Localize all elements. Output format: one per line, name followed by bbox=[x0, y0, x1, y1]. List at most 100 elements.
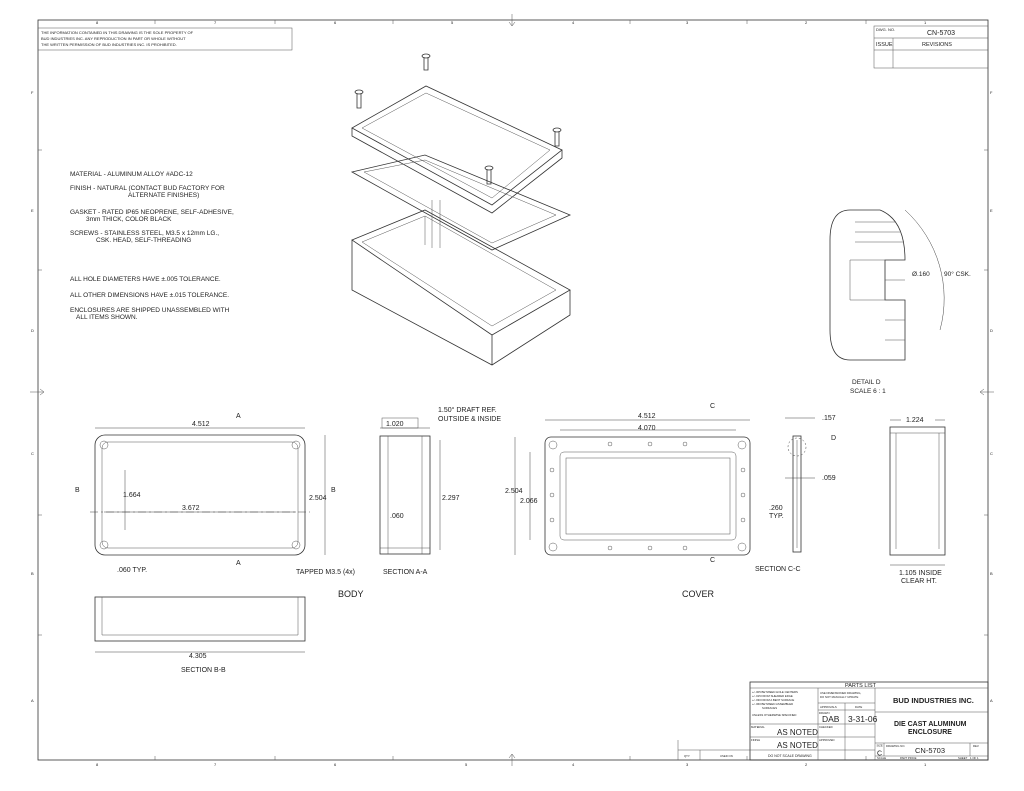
row-labels: F E D C B A F E D C B A bbox=[31, 90, 993, 703]
sheet-rows-1: E bbox=[990, 208, 993, 213]
body-view-sec-a: A bbox=[236, 560, 241, 567]
cover-view-h2: 2.066 bbox=[520, 498, 538, 505]
title-block-rev-label: REV. bbox=[973, 744, 979, 748]
screw-icon bbox=[421, 53, 431, 71]
title-block-scale-label: SCALE bbox=[877, 756, 886, 760]
title-block-parts-list: PARTS LIST bbox=[845, 683, 877, 689]
sheet-columns-1: 7 bbox=[214, 20, 217, 25]
notes-5: SCREWS - STAINLESS STEEL, M3.5 x 12mm LG… bbox=[70, 230, 219, 237]
body-label: BODY bbox=[338, 589, 364, 599]
revisions-dwg-no: CN-5703 bbox=[927, 30, 955, 37]
notes-10: ALL ITEMS SHOWN. bbox=[76, 314, 138, 321]
title-block-dwg: CN-5703 bbox=[915, 746, 945, 755]
notes-0: MATERIAL - ALUMINUM ALLOY #ADC-12 bbox=[70, 171, 193, 178]
screw-icon bbox=[354, 89, 364, 109]
detail-d-view: Ø.160 90° CSK. DETAIL D SCALE 6 : 1 bbox=[829, 209, 971, 395]
title-block-finish: AS NOTED bbox=[777, 741, 818, 750]
title-block-qty-label: QTY. bbox=[684, 754, 690, 758]
screw-icon bbox=[484, 165, 494, 185]
title-block-drawn-label: DRAWN bbox=[819, 711, 829, 715]
section-a-a-view: 1.020 1.50° DRAFT REF. OUTSIDE & INSIDE … bbox=[379, 406, 501, 576]
cover-label: COVER bbox=[682, 589, 715, 599]
cover-view-w2: 4.070 bbox=[638, 425, 656, 432]
body-view-w: 4.512 bbox=[192, 421, 210, 428]
revisions-block: DWG. NO. CN-5703 ISSUE REVISIONS bbox=[873, 25, 989, 69]
sheet-rows-4: B bbox=[990, 571, 993, 576]
sheet-rows-5: A bbox=[990, 698, 993, 703]
side-view-clear2: CLEAR HT. bbox=[901, 578, 937, 585]
body-view-h: 2.504 bbox=[309, 495, 327, 502]
title-block-used-on: USED ON bbox=[720, 754, 733, 758]
title-block-tol-3: +/-.060 BETWEEN ASSEMBLED bbox=[752, 702, 793, 706]
sheet-columns-2: 6 bbox=[334, 20, 337, 25]
title-block-tol-0: +/-.005 BETWEEN HOLE CENTERS bbox=[752, 690, 798, 694]
body-view-hole-w: 3.672 bbox=[182, 505, 200, 512]
zone-markers bbox=[30, 14, 994, 766]
title-block-unless: UNLESS OTHERWISE SPECIFIED bbox=[752, 713, 796, 717]
body-view-hole-h: 1.664 bbox=[123, 492, 141, 499]
body-top-view: 4.512 3.672 2.504 1.664 .060 TYP. TAPPED… bbox=[75, 413, 364, 599]
sheet-columns-6: 2 bbox=[805, 20, 808, 25]
sheet-rows-2: D bbox=[31, 328, 34, 333]
title-block-tol-1: +/-.015 FROM SHEARED EDGE bbox=[752, 694, 793, 698]
sheet-columns-0: 8 bbox=[96, 20, 99, 25]
title-block-company: BUD INDUSTRIES INC. bbox=[893, 696, 974, 705]
general-notes: MATERIAL - ALUMINUM ALLOY #ADC-12 FINISH… bbox=[70, 171, 234, 321]
title-block-checked-label: CHECKED bbox=[819, 725, 833, 729]
title-block-title2: ENCLOSURE bbox=[908, 729, 952, 736]
section-aa-wall: .060 bbox=[390, 513, 404, 520]
sheet-rows-3: C bbox=[990, 451, 993, 456]
sheet-rows-2: D bbox=[990, 328, 993, 333]
section-cc-label: SECTION C-C bbox=[755, 566, 801, 573]
body-view-wall: .060 TYP. bbox=[117, 567, 147, 574]
body-view-tapped: TAPPED M3.5 (4x) bbox=[296, 569, 355, 576]
section-aa-draft2: OUTSIDE & INSIDE bbox=[438, 416, 501, 423]
cover-view-h: 2.504 bbox=[505, 488, 523, 495]
section-cc-detail: D bbox=[831, 435, 836, 442]
exploded-isometric-view bbox=[350, 53, 572, 366]
side-view-clear1: 1.105 INSIDE bbox=[899, 570, 942, 577]
title-block-part-label: PART PRICE bbox=[900, 756, 917, 760]
side-view: 1.224 1.105 INSIDE CLEAR HT. bbox=[889, 414, 946, 585]
sheet-rows-5: A bbox=[31, 698, 34, 703]
revisions-revisions-label: REVISIONS bbox=[922, 42, 952, 48]
cover-view-sec-c: C bbox=[710, 403, 715, 410]
body-view-sec-b: B bbox=[75, 487, 80, 494]
section-cc-t2: .059 bbox=[822, 475, 836, 482]
section-bb-label: SECTION B-B bbox=[181, 667, 226, 674]
notes-3: GASKET - RATED IP65 NEOPRENE, SELF-ADHES… bbox=[70, 209, 234, 216]
title-block-sheet-label: SHEET bbox=[958, 756, 968, 760]
sheet-columns-3: 5 bbox=[465, 762, 468, 767]
title-block-size: C bbox=[877, 751, 882, 758]
detail-d-angle: 90° CSK. bbox=[944, 270, 971, 278]
sheet-columns-0: 8 bbox=[96, 762, 99, 767]
proprietary-notice-2: THE WRITTEN PERMISSION OF BUD INDUSTRIES… bbox=[41, 42, 177, 47]
title-block-tol-2: +/-.030 FROM A BENT SURFACE bbox=[752, 698, 794, 702]
sheet-rows-1: E bbox=[31, 208, 34, 213]
title-block-approved-label: APPROVED bbox=[819, 738, 835, 742]
notes-2: ALTERNATE FINISHES) bbox=[128, 192, 199, 199]
sheet-columns-7: 1 bbox=[924, 762, 927, 767]
section-aa-draft1: 1.50° DRAFT REF. bbox=[438, 406, 497, 414]
body-view-sec-a: A bbox=[236, 413, 241, 420]
title-block-date-label: DATE bbox=[855, 705, 862, 709]
notes-9: ENCLOSURES ARE SHIPPED UNASSEMBLED WITH bbox=[70, 307, 230, 314]
title-block: PARTS LIST +/-.005 BETWEEN HOLE CENTERS … bbox=[677, 681, 989, 761]
proprietary-notice-0: THE INFORMATION CONTAINED IN THIS DRAWIN… bbox=[41, 30, 194, 35]
sheet-rows-0: F bbox=[990, 90, 993, 95]
notes-4: 3mm THICK, COLOR BLACK bbox=[86, 216, 172, 223]
body-view-sec-b: B bbox=[331, 487, 336, 494]
title-block-use-dims-0: USE DIMENSIONED DRAWING, bbox=[820, 691, 861, 695]
cover-view-lip: .260 bbox=[769, 505, 783, 512]
sheet-columns-3: 5 bbox=[451, 20, 454, 25]
title-block-title1: DIE CAST ALUMINUM bbox=[894, 721, 967, 728]
sheet-columns-7: 1 bbox=[924, 20, 927, 25]
sheet-rows-0: F bbox=[31, 90, 34, 95]
title-block-drawn: DAB bbox=[822, 714, 840, 724]
screw-icon bbox=[552, 127, 562, 147]
sheet-columns-5: 3 bbox=[686, 20, 689, 25]
revisions-dwg-no-label: DWG. NO. bbox=[876, 27, 895, 32]
detail-d-dia: Ø.160 bbox=[912, 271, 930, 278]
proprietary-notice-1: BUD INDUSTRIES INC. ANY REPRODUCTION IN … bbox=[41, 36, 186, 41]
